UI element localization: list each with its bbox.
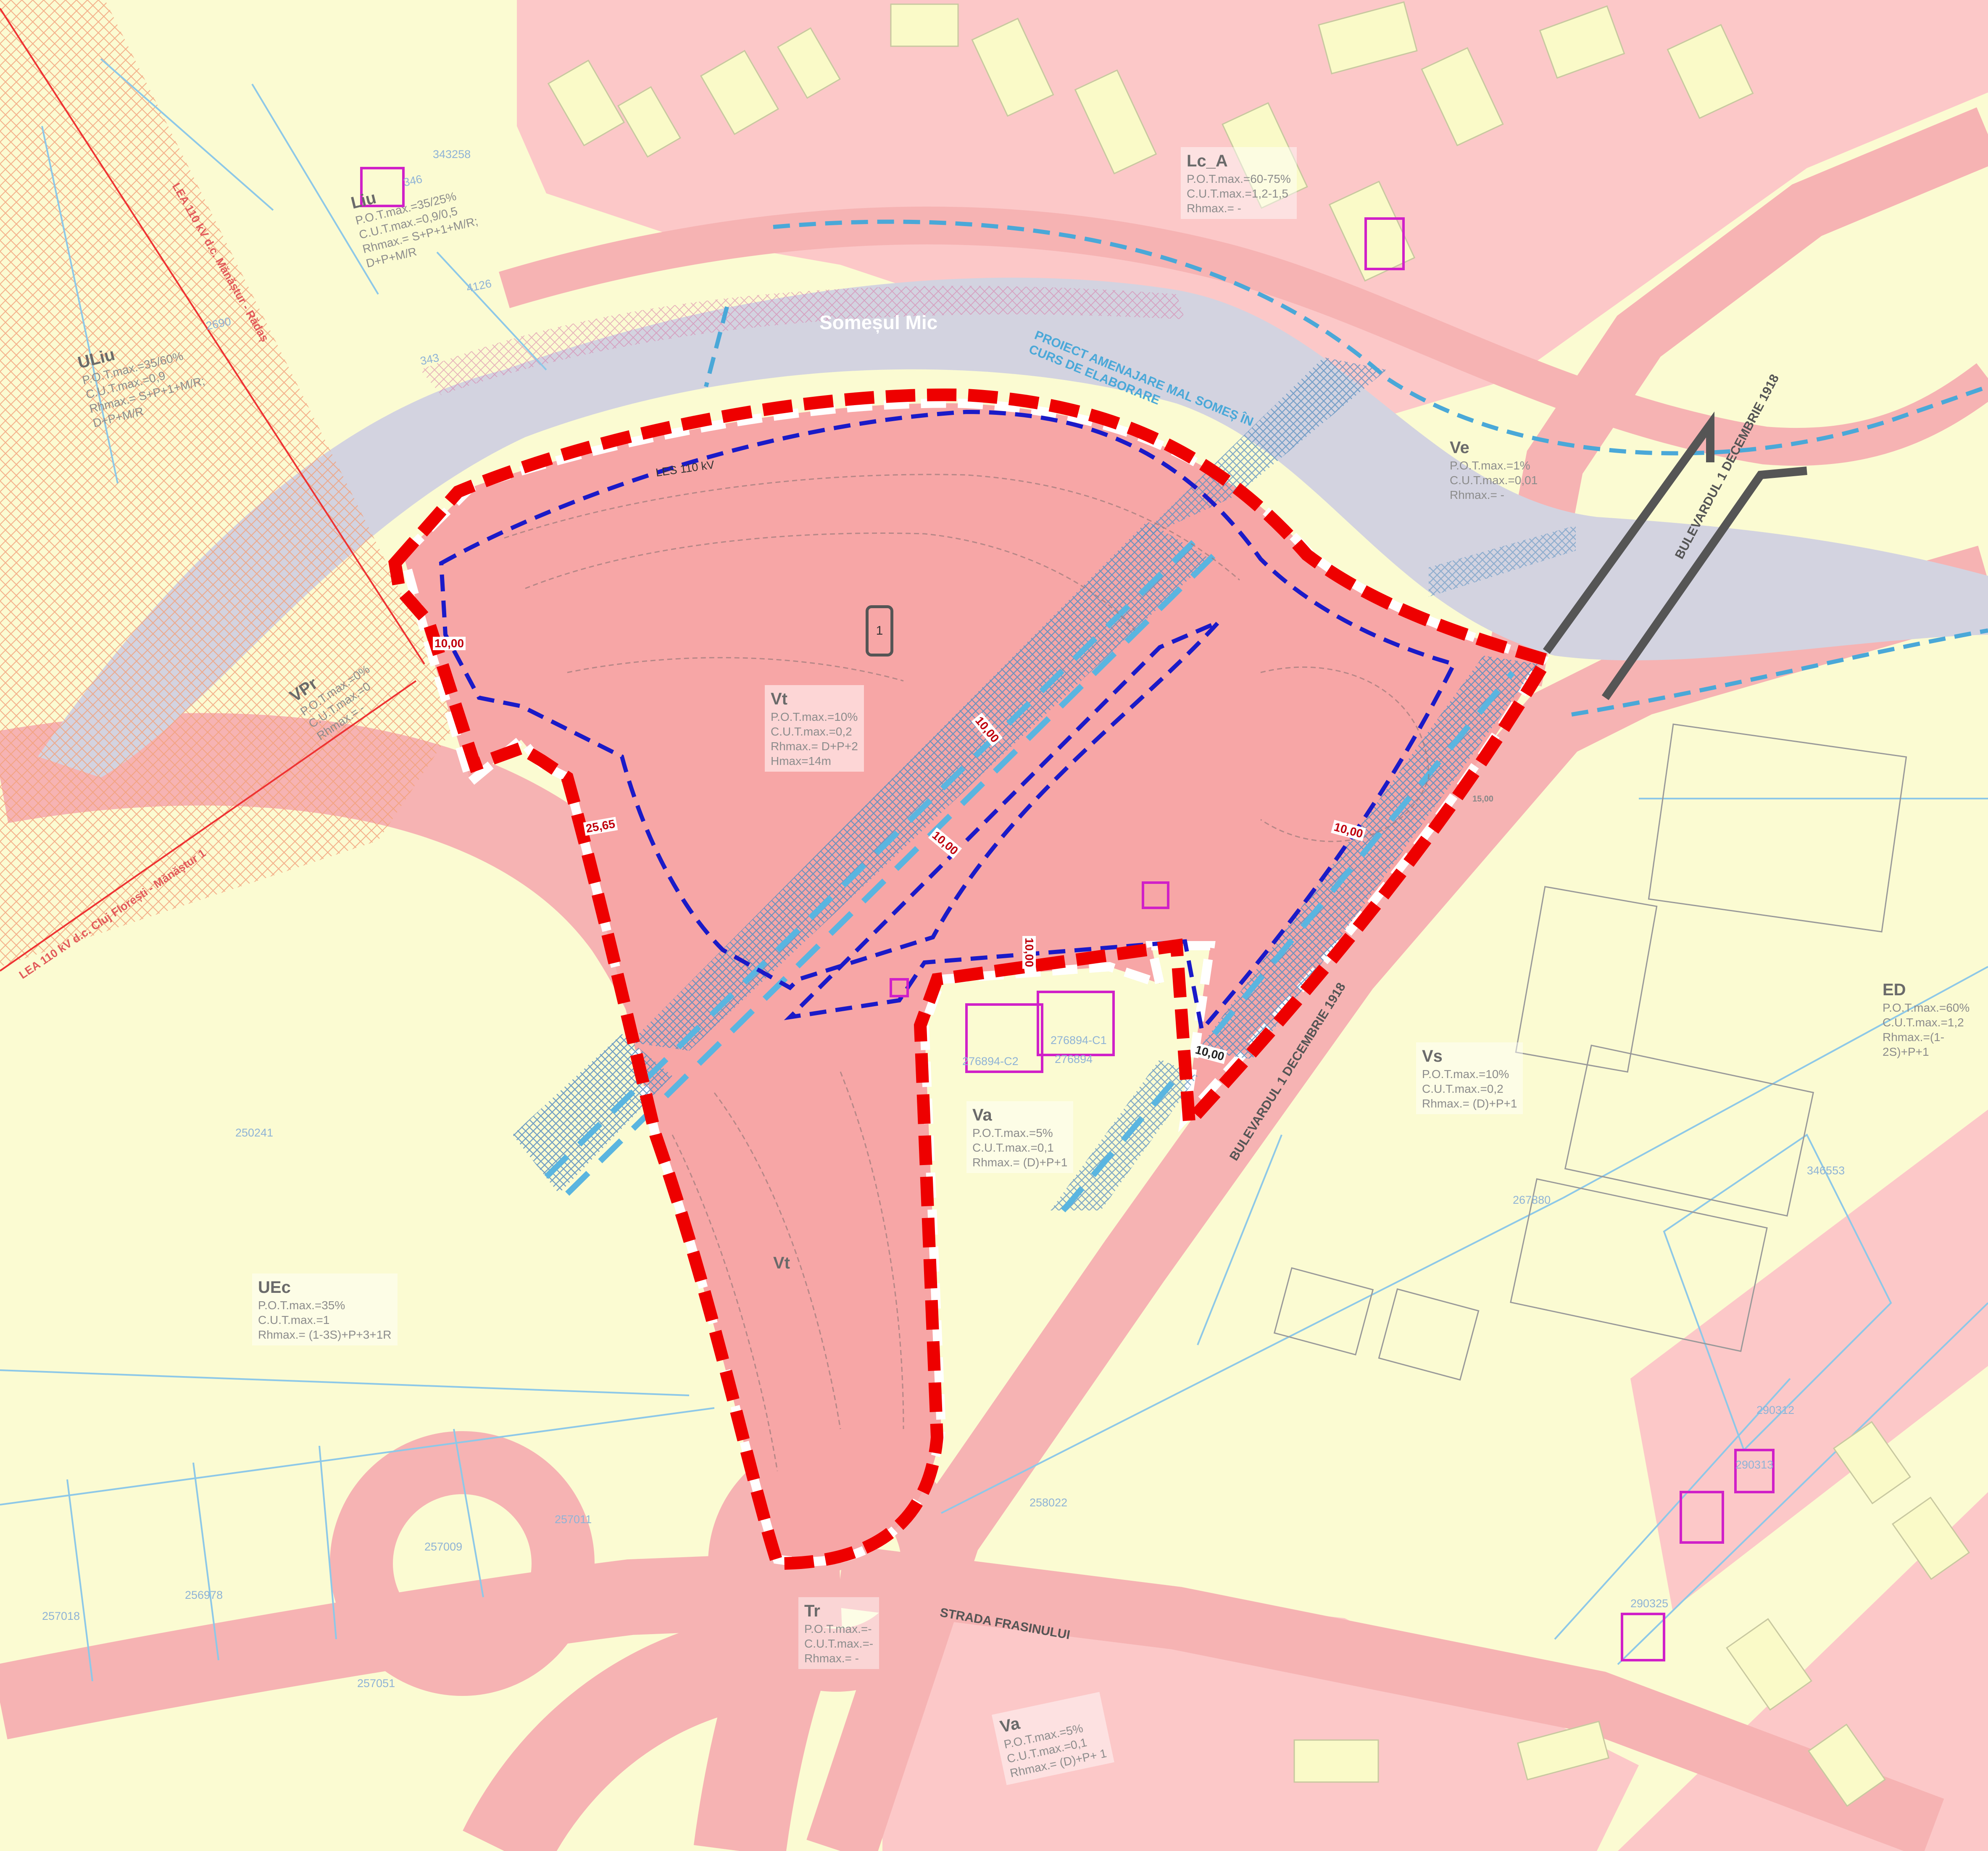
zone-line: Rhmax.= - [1187,202,1241,215]
parcel-lines [0,58,1988,1682]
mal-somes-project-boundary [704,219,1988,717]
utility-corridor-diagonal [630,521,1210,1051]
road-south-arc [463,1614,765,1851]
parcel-label: 290313 [1735,1458,1774,1471]
zone-line: P.O.T.max.=35% [258,1299,345,1312]
parcel-label: 276894-C1 [1051,1034,1107,1047]
zone-line: C.U.T.max.=0,2 [1422,1082,1504,1095]
existing-buildings-magenta [360,167,1775,1661]
river-somesul-mic [38,277,1988,778]
zone-code: ED [1883,981,1906,999]
zone-line: C.U.T.max.=1 [258,1313,330,1326]
zone-line: C.U.T.max.=- [804,1637,874,1650]
residential-zone-north [517,0,1988,441]
zone-line: C.U.T.max.=1,2-1,5 [1187,187,1288,200]
dimension-label: 10,00 [433,637,466,650]
zone-code: Ve [1450,438,1469,457]
zone-line: P.O.T.max.=10% [771,710,858,723]
zone-line: Rhmax.= - [1450,488,1504,501]
zone-code: Vt [773,1254,790,1272]
river-label-somesul-mic: Someșul Mic [819,311,938,333]
residential-zone-east-block [1630,1110,1988,1610]
zone-label-vt-south: Vt [773,1252,790,1274]
parcel-label: 257009 [424,1540,463,1553]
zone-line: Hmax=14m [771,754,831,767]
zone-line: P.O.T.max.=1% [1450,459,1530,472]
zone-line: P.O.T.max.=60-75% [1187,172,1291,185]
parcel-label: 257051 [357,1677,395,1690]
parcel-label: 276894 [1055,1053,1093,1065]
road-strada-frasinului [836,1545,1944,1851]
roundabout-west [330,1431,595,1696]
zone-label-ve: Ve P.O.T.max.=1% C.U.T.max.=0,01 Rhmax.=… [1450,437,1538,502]
lea-110kv-line-floresti [0,680,417,972]
terrain-contours [504,474,1430,1471]
parcel-label: 257018 [42,1610,80,1622]
parcel-label: 250241 [235,1126,274,1139]
zone-label-ed: ED P.O.T.max.=60% C.U.T.max.=1,2 Rhmax.=… [1883,979,1988,1059]
zone-line: Rhmax.=(1-2S)+P+1 [1883,1031,1945,1058]
zone-line: P.O.T.max.=60% [1883,1001,1970,1014]
utility-corridor-east [1198,656,1538,1059]
zone-code: Va [972,1106,992,1124]
zone-line: C.U.T.max.=1,2 [1883,1016,1964,1029]
parcel-label: 343258 [433,148,471,161]
zone-code: Vs [1422,1047,1443,1065]
dimension-label: 15,00 [1472,794,1494,804]
road-river-north-bank [499,206,1988,466]
zone-code: Tr [804,1602,820,1620]
zone-line: Rhmax.= - [804,1652,859,1665]
parcel-label: 256978 [185,1589,223,1601]
network-pipes [544,540,1515,1213]
zone-code: Lc_A [1187,152,1228,170]
parcel-label: 258022 [1030,1496,1068,1509]
parcel-label: 290312 [1756,1404,1795,1416]
buildable-area-boundary [439,409,1457,1035]
parcel-label: 290325 [1630,1597,1669,1610]
building-outlines [1273,723,1907,1381]
lea-110kv-line-radas [0,8,425,665]
plot-number-marker: 1 [866,605,893,657]
zone-line: P.O.T.max.=10% [1422,1068,1509,1081]
parcel-label: 267880 [1513,1194,1551,1206]
zone-code: Vt [771,690,787,708]
utility-corridor-north [1135,357,1387,542]
road-south-vertical [693,1622,833,1851]
study-area-limit [388,388,1556,1570]
parcel-label: 346553 [1807,1164,1845,1177]
zone-label-va-north: Va P.O.T.max.=5% C.U.T.max.=0,1 Rhmax.= … [966,1101,1074,1173]
zone-line: Rhmax.= D+P+2 [771,740,858,753]
zone-label-tr: Tr P.O.T.max.=- C.U.T.max.=- Rhmax.= - [798,1597,879,1669]
buildings [547,1,1970,1807]
river-bank-hatch [1429,525,1576,597]
zone-label-uec: UEc P.O.T.max.=35% C.U.T.max.=1 Rhmax.= … [252,1274,398,1345]
zone-line: C.U.T.max.=0,01 [1450,474,1538,487]
zone-line: Rhmax.= (D)+P+1 [1422,1097,1517,1110]
parcel-label: 257011 [555,1513,592,1526]
zone-line: P.O.T.max.=- [804,1622,872,1635]
zone-line: C.U.T.max.=0,1 [972,1141,1054,1154]
zone-line: P.O.T.max.=5% [972,1126,1053,1139]
zone-line: Rhmax.= (D)+P+1 [972,1156,1068,1169]
zone-label-lc-a: Lc_A P.O.T.max.=60-75% C.U.T.max.=1,2-1,… [1181,147,1297,219]
hv-corridor-hatch [0,0,462,967]
zone-code: UEc [258,1278,291,1297]
parcel-label: 276894-C2 [962,1055,1019,1068]
river-hatched-banks [420,286,1185,395]
dimension-label: 10,00 [1022,936,1036,969]
utility-corridor-west [513,1034,672,1194]
bridge-bulevardul [1543,411,1807,700]
zone-lower-south [882,1576,1639,1851]
zone-label-vt: Vt P.O.T.max.=10% C.U.T.max.=0,2 Rhmax.=… [765,685,864,772]
zone-line: Rhmax.= (1-3S)+P+3+1R [258,1328,392,1341]
zone-line: C.U.T.max.=0,2 [771,725,852,738]
zone-label-vs: Vs P.O.T.max.=10% C.U.T.max.=0,2 Rhmax.=… [1416,1042,1523,1114]
